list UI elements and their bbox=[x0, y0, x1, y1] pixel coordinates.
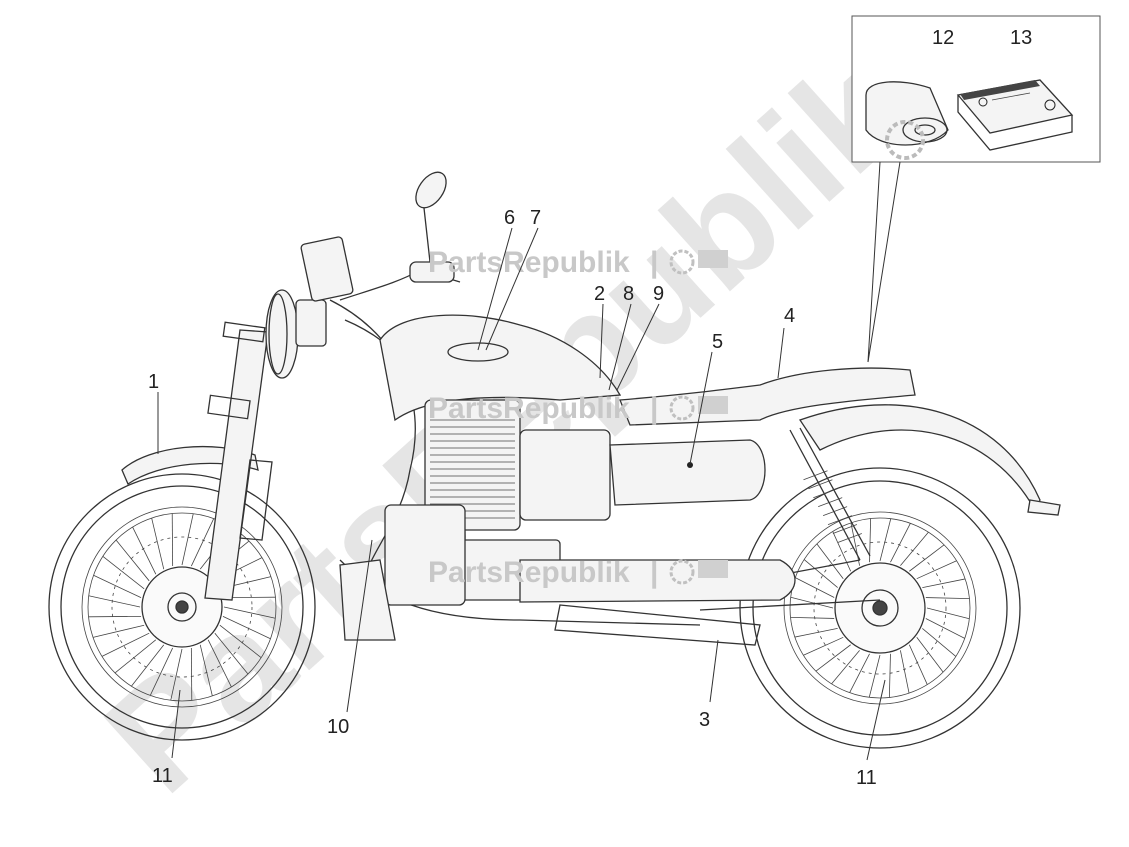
rear-wheel bbox=[739, 467, 1021, 749]
callout-3: 3 bbox=[699, 709, 710, 731]
watermark-label-middle: PartsRepublik | bbox=[428, 392, 728, 425]
leader-lines bbox=[157, 161, 901, 761]
watermark-text: PartsRepublik bbox=[428, 392, 630, 425]
callout-6: 6 bbox=[504, 207, 515, 229]
callout-11-rear: 11 bbox=[856, 767, 877, 789]
gear-icon bbox=[669, 249, 695, 275]
callout-11-front: 11 bbox=[152, 765, 173, 787]
callout-10: 10 bbox=[327, 716, 349, 738]
watermark-label-top: PartsRepublik | bbox=[428, 246, 728, 279]
watermark-flag-icon bbox=[698, 560, 728, 578]
callout-4: 4 bbox=[784, 305, 795, 327]
watermark-text: PartsRepublik bbox=[428, 246, 630, 279]
handlebar-and-cluster bbox=[300, 171, 461, 302]
gear-icon bbox=[669, 559, 695, 585]
rear-wheel-spokes bbox=[790, 518, 970, 698]
callout-13: 13 bbox=[1010, 27, 1032, 49]
skid-plate bbox=[339, 559, 396, 641]
watermark-separator: | bbox=[650, 556, 658, 589]
front-fork bbox=[204, 321, 273, 601]
callout-9: 9 bbox=[653, 283, 664, 305]
rear-brake-disc bbox=[813, 541, 947, 675]
callout-8: 8 bbox=[623, 283, 634, 305]
watermark-separator: | bbox=[650, 246, 658, 279]
front-brake-disc bbox=[111, 536, 253, 678]
rear-shock bbox=[789, 427, 871, 561]
watermark-flag-icon bbox=[698, 396, 728, 414]
motorcycle-drawing bbox=[48, 171, 1061, 749]
front-wheel bbox=[48, 473, 316, 741]
gear-icon bbox=[669, 395, 695, 421]
owner-manual-icon bbox=[956, 79, 1074, 151]
callout-5: 5 bbox=[712, 331, 723, 353]
callouts: 1 2 3 4 5 6 7 8 9 10 11 11 12 13 bbox=[148, 27, 1032, 789]
callout-2: 2 bbox=[594, 283, 605, 305]
callout-7: 7 bbox=[530, 207, 541, 229]
callout-12: 12 bbox=[932, 27, 954, 49]
accessories-inset bbox=[851, 15, 1101, 163]
side-cover bbox=[609, 439, 766, 506]
callout-1: 1 bbox=[148, 371, 159, 393]
tail-light bbox=[1027, 499, 1061, 516]
headlight bbox=[265, 289, 327, 379]
watermark-separator: | bbox=[650, 392, 658, 425]
watermark-label-bottom: PartsRepublik | bbox=[428, 556, 728, 589]
engine bbox=[384, 399, 611, 606]
tool-roll-icon bbox=[865, 81, 949, 160]
watermark-flag-icon bbox=[698, 250, 728, 268]
tank-emblem bbox=[447, 342, 509, 362]
watermark-text: PartsRepublik bbox=[428, 556, 630, 589]
